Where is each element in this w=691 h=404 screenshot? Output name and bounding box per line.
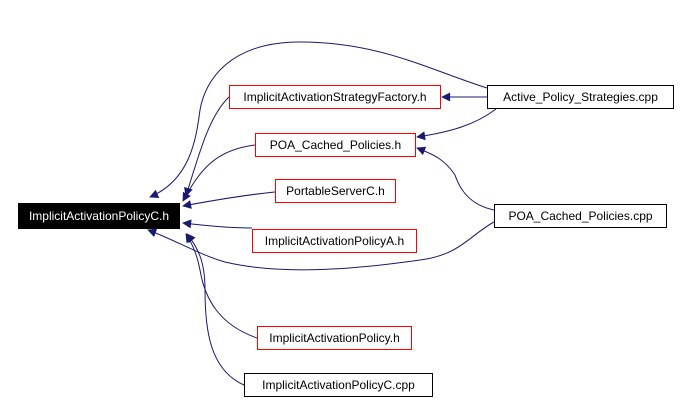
node-label: ImplicitActivationPolicy.h	[269, 331, 400, 345]
edge-aps-cpp-to-root	[149, 41, 488, 198]
edge-iapa-h-to-root	[182, 219, 253, 229]
node-label: PortableServerC.h	[286, 184, 385, 198]
edge-poa-cp-cpp-to-root	[147, 221, 495, 271]
node-portable-server-c-h[interactable]: PortableServerC.h	[275, 179, 396, 203]
edge-aps-cpp-to-poa-cp-h	[416, 108, 497, 141]
node-label: Active_Policy_Strategies.cpp	[503, 90, 658, 104]
node-label: POA_Cached_Policies.cpp	[508, 209, 653, 223]
edge-poa-cp-h-to-root	[182, 144, 256, 202]
edge-iap-h-to-root	[185, 233, 258, 339]
node-label: ImplicitActivationPolicyA.h	[264, 234, 405, 248]
edge-iapc-cpp-to-root	[186, 233, 245, 386]
node-implicit-activation-policy-c-cpp[interactable]: ImplicitActivationPolicyC.cpp	[244, 373, 433, 397]
edge-iasf-h-to-root	[184, 96, 230, 197]
edge-psc-h-to-root	[182, 191, 276, 209]
node-label: ImplicitActivationStrategyFactory.h	[243, 90, 427, 104]
node-poa-cached-policies-cpp[interactable]: POA_Cached_Policies.cpp	[494, 204, 667, 228]
node-implicit-activation-policy-h[interactable]: ImplicitActivationPolicy.h	[257, 326, 412, 350]
node-active-policy-strategies-cpp[interactable]: Active_Policy_Strategies.cpp	[487, 85, 674, 109]
node-label: POA_Cached_Policies.h	[269, 138, 402, 152]
node-implicit-activation-strategy-factory-h[interactable]: ImplicitActivationStrategyFactory.h	[229, 85, 441, 109]
node-label: ImplicitActivationPolicyC.h	[28, 209, 170, 223]
node-implicit-activation-policy-a-h[interactable]: ImplicitActivationPolicyA.h	[252, 229, 417, 253]
node-label: ImplicitActivationPolicyC.cpp	[262, 378, 415, 392]
node-root[interactable]: ImplicitActivationPolicyC.h	[18, 203, 180, 229]
node-poa-cached-policies-h[interactable]: POA_Cached_Policies.h	[255, 133, 416, 157]
edge-poa-cp-cpp-to-poa-cp-h	[416, 146, 495, 211]
